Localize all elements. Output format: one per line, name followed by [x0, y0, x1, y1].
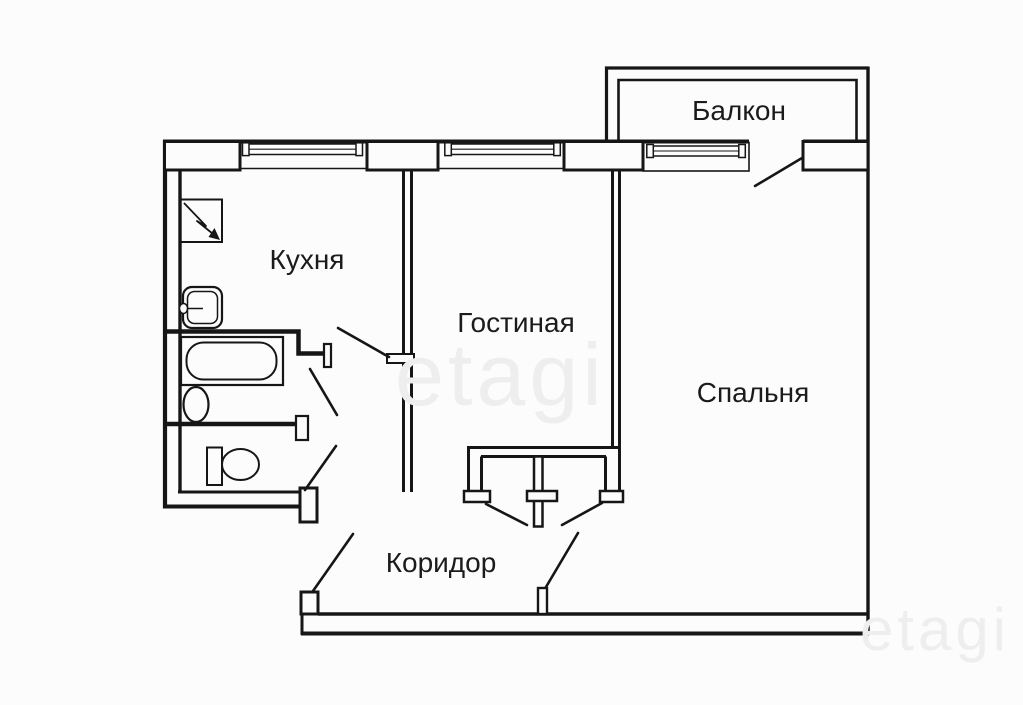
room-label-balcony: Балкон — [692, 95, 786, 126]
door-swings — [303, 156, 804, 593]
pier-top-right — [801, 140, 870, 172]
door-post-kitchen-hall — [322, 342, 333, 369]
door-post-bathroom — [294, 414, 310, 442]
door-post-toilet — [298, 486, 319, 524]
washbasin-icon — [182, 385, 210, 424]
windows — [240, 141, 750, 172]
pier-living-bedroom — [562, 140, 645, 172]
door-post-kitchen — [386, 353, 415, 364]
pier-top-left — [163, 140, 242, 172]
corridor-jambs — [298, 486, 549, 616]
room-label-living: Гостиная — [457, 307, 575, 338]
watermark-text-center: etagi — [395, 325, 606, 424]
room-label-corridor: Коридор — [386, 547, 497, 578]
window-living — [438, 142, 564, 170]
door-post-bedroom — [598, 489, 625, 504]
door-swing-corridor — [544, 531, 580, 589]
door-post-living-left — [462, 489, 492, 504]
wall-kitchen-living — [402, 169, 413, 492]
room-label-bedroom: Спальня — [697, 377, 810, 408]
door-swing-bedroom — [560, 501, 604, 527]
door-swing-balcony — [753, 156, 804, 188]
wall-bathroom-top — [166, 329, 333, 369]
kitchen-sink-icon — [178, 285, 224, 330]
window-kitchen — [240, 142, 367, 170]
door-post-middle-bar — [525, 489, 559, 503]
watermark: etagi etagi — [395, 325, 1010, 663]
room-label-kitchen: Кухня — [270, 244, 345, 275]
top-wall-piers — [163, 140, 870, 172]
stove-icon — [179, 198, 223, 243]
vestibule-door-assembly — [462, 446, 625, 528]
balcony-railing — [604, 66, 868, 142]
interior-walls — [166, 169, 621, 492]
wall-bath-toilet — [166, 414, 310, 442]
watermark-text-corner: etagi — [860, 596, 1010, 663]
pier-kitchen-living — [365, 140, 440, 172]
door-post-corridor — [536, 586, 549, 616]
door-swing-kitchen — [336, 326, 391, 359]
door-swing-entrance — [311, 532, 355, 593]
bathtub-icon — [179, 335, 285, 387]
wall-living-bedroom — [611, 170, 621, 492]
window-bedroom — [642, 141, 750, 172]
toilet-icon — [206, 446, 260, 486]
door-swing-toilet — [303, 444, 338, 492]
door-post-entrance — [299, 590, 320, 616]
door-swing-living — [484, 502, 529, 527]
door-swing-bathroom — [308, 367, 339, 417]
room-labels: Балкон Кухня Гостиная Спальня Коридор — [270, 95, 810, 578]
